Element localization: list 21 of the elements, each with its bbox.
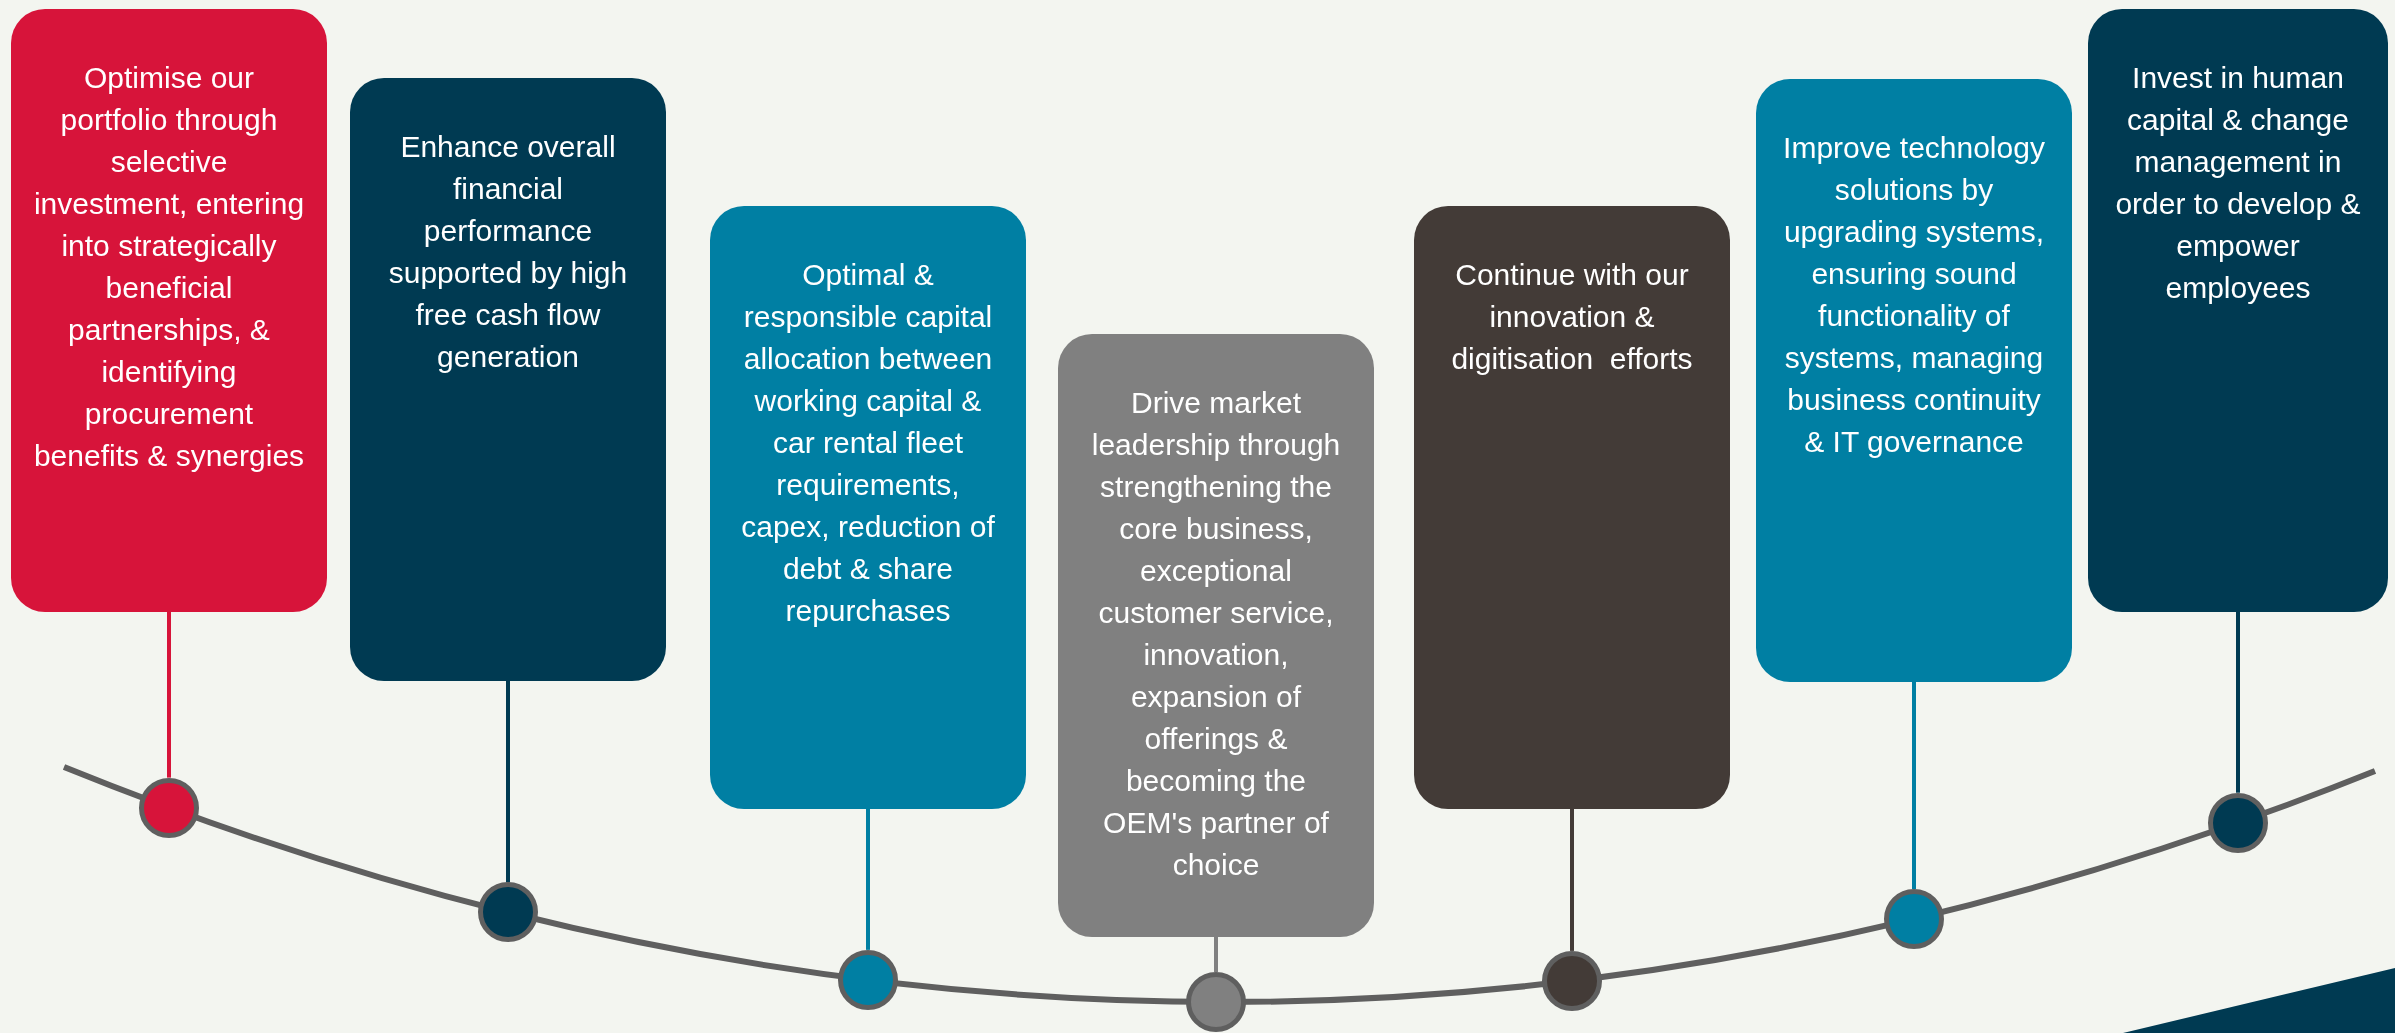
goal-card [1414, 206, 1730, 809]
connector-line [1912, 682, 1916, 889]
goal-card [1058, 334, 1374, 937]
goal-text: Invest in human capital & change management in order to develop & empower employees [2114, 60, 2362, 306]
connector-line [866, 809, 870, 950]
goal-card [350, 78, 666, 681]
goal-card [1756, 79, 2072, 682]
connector-line [506, 681, 510, 883]
goal-text: Enhance overall financial performance supported by high free cash flow generation [387, 129, 629, 375]
goal-text: Optimal & responsible capital allocation between working capital & car rental fleet requirements, capex, reduction of debt & share repurchases [740, 257, 996, 629]
goal-text: Drive market leadership through strengthening the core business, exceptional customer service, innovation, expansion of offerings & becoming the OEM's partner of choice [1090, 385, 1342, 883]
goal-text: Optimise our portfolio through selective investment, entering into strategically beneficial partnerships, & identifying procurement benefits & synergies [33, 60, 305, 474]
connector-line [1214, 937, 1218, 972]
connector-line [2236, 612, 2240, 793]
goal-card [11, 9, 327, 612]
goal-card [710, 206, 1026, 809]
goal-text: Continue with our innovation & digitisation efforts [1450, 257, 1694, 377]
goal-text: Improve technology solutions by upgrading systems, ensuring sound functionality of systems, managing business continuity & IT governance [1782, 130, 2046, 460]
connector-line [1570, 809, 1574, 951]
goal-card [2088, 9, 2388, 612]
connector-line [167, 612, 171, 778]
